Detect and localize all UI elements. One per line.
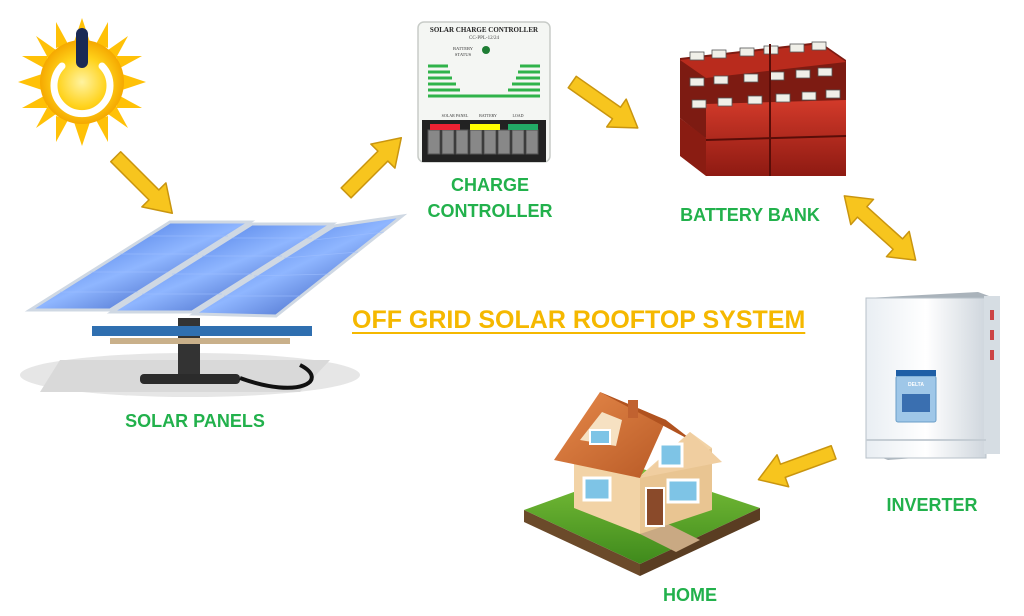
terminal-battery: BATTERY	[479, 113, 497, 118]
arrow-sun-to-panels	[110, 151, 174, 215]
battery-bank-illustration	[680, 41, 847, 176]
label-solar-panels: SOLAR PANELS	[125, 411, 265, 431]
label-charge-controller-line1: CHARGE	[450, 175, 529, 195]
sun-icon	[18, 18, 146, 146]
inverter-device	[865, 292, 1000, 460]
terminal-solar-panel: SOLAR PANEL	[441, 113, 469, 118]
label-home: HOME	[663, 585, 717, 605]
charge-controller-heading: SOLAR CHARGE CONTROLLER	[429, 26, 539, 34]
solar-panels-illustration	[20, 213, 408, 397]
label-battery-bank: BATTERY BANK	[680, 205, 820, 225]
charge-controller-model: CC-PPL-12/24	[468, 36, 499, 41]
home-illustration	[524, 392, 760, 576]
terminal-load: LOAD	[512, 113, 524, 118]
charge-controller-device	[417, 21, 551, 163]
charge-controller-battery-status: BATTERY STATUS	[452, 46, 473, 57]
diagram-title: OFF GRID SOLAR ROOFTOP SYSTEM	[352, 306, 806, 334]
arrow-panels-to-controller	[340, 136, 403, 199]
label-charge-controller-line2: CONTROLLER	[427, 201, 553, 221]
arrow-inverter-to-home	[757, 444, 837, 488]
label-inverter: INVERTER	[886, 495, 978, 515]
inverter-brand-logo: DELTA	[908, 382, 924, 388]
arrow-controller-to-battery	[567, 75, 639, 129]
arrow-battery-inverter-bidirectional	[843, 195, 917, 261]
